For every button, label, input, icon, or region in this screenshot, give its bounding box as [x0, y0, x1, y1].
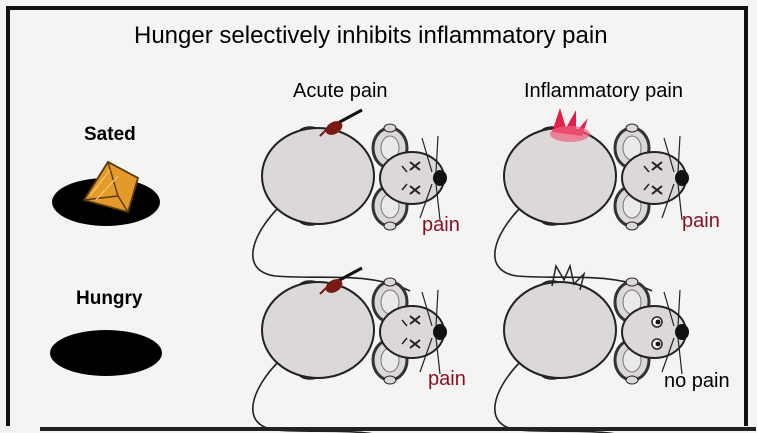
outcome-sated-inflammatory: pain — [682, 210, 720, 233]
outcome-sated-acute: pain — [422, 214, 460, 237]
empty-food-bowl — [50, 330, 162, 376]
mouse-sated-acute — [253, 110, 447, 291]
outcome-hungry-inflammatory: no pain — [664, 370, 730, 393]
mouse-hungry-acute — [253, 268, 447, 433]
food-bowl-with-cheese — [52, 162, 160, 226]
inflammation-icon — [550, 108, 590, 142]
outcome-hungry-acute: pain — [428, 368, 466, 391]
mouse-hungry-inflammatory — [495, 266, 689, 433]
mouse-sated-inflammatory — [495, 108, 689, 291]
